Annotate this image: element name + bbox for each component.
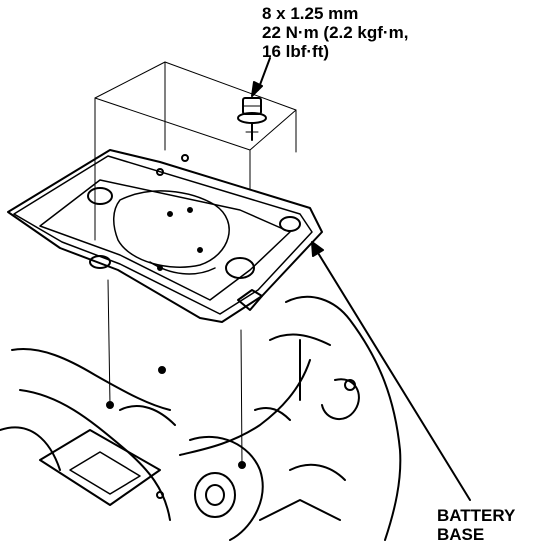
- engine-bay-structure: [0, 295, 402, 541]
- battery-base-tray: [7, 149, 323, 323]
- part-label-line1: BATTERY: [437, 506, 516, 525]
- part-label-line2: BASE: [437, 525, 485, 545]
- bolt-size-text: 8 x 1.25 mm: [262, 4, 359, 23]
- torque-metric-text: 22 N·m (2.2 kgf·m,: [262, 23, 409, 43]
- torque-imperial-text: 16 lbf·ft): [262, 42, 330, 62]
- bolt-icon: [237, 97, 267, 141]
- bolt-callout-arrow: [251, 57, 271, 97]
- battery-base-leader: [311, 241, 471, 501]
- bolt-torque-callout: 8 x 1.25 mm 22 N·m (2.2 kgf·m, 16 lbf·ft…: [262, 4, 408, 61]
- battery-base-label: BATTERY BASE: [437, 506, 515, 544]
- battery-outline: [94, 61, 297, 466]
